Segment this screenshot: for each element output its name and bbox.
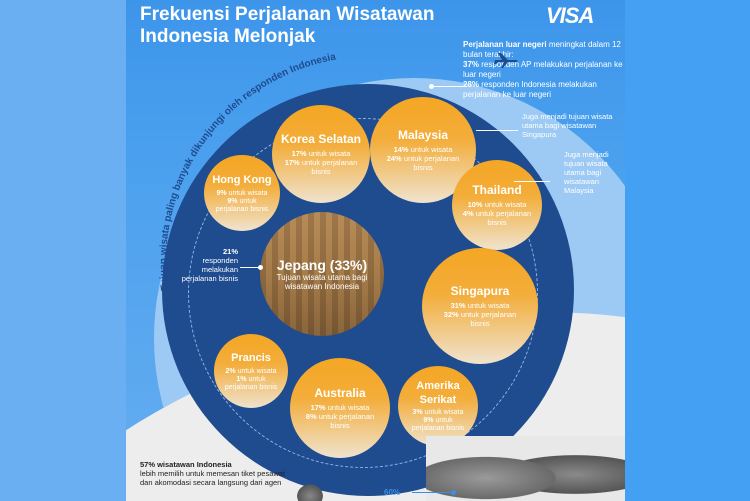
- business-travel-note: 21% responden melakukan perjalanan bisni…: [178, 247, 238, 283]
- leisure-label: untuk wisata: [408, 145, 453, 154]
- malaysia-note: Juga menjadi tujuan wisata utama bagi wi…: [564, 150, 609, 195]
- business-pct: 17%: [284, 158, 300, 167]
- infographic-panel: Frekuensi Perjalanan Wisatawan Indonesia…: [126, 0, 625, 501]
- business-pct: 32%: [443, 310, 459, 319]
- business-label: untuk perjalanan bisnis: [401, 154, 460, 172]
- business-pct: 8%: [305, 412, 317, 421]
- leisure-label: untuk wisata: [465, 301, 510, 310]
- travelers-photo: [426, 436, 625, 501]
- destination-name: Australia: [314, 386, 366, 400]
- business-label: untuk perjalanan bisnis: [224, 375, 278, 391]
- airplane-icon: [494, 53, 518, 68]
- intro-stat2-text: responden Indonesia melakukan perjalanan…: [463, 80, 597, 99]
- bubble-australia: Australia 17% untuk wisata 8% untuk perj…: [290, 358, 390, 458]
- intro-lead: Perjalanan luar negeri: [463, 40, 547, 49]
- business-label: untuk perjalanan bisnis: [299, 158, 358, 176]
- intro-connector: [432, 86, 464, 87]
- business-note-value: 21%: [222, 247, 238, 256]
- title-line-2: Indonesia Melonjak: [140, 26, 316, 47]
- business-label: untuk perjalanan bisnis: [411, 417, 465, 432]
- business-note-text: responden melakukan perjalanan bisnis: [181, 256, 238, 283]
- intro-stat2-value: 28%: [463, 80, 480, 89]
- business-pct: 1%: [236, 375, 247, 383]
- left-margin: [0, 0, 126, 501]
- bubble-singapura: Singapura 31% untuk wisata 32% untuk per…: [422, 248, 538, 364]
- business-pct: 24%: [386, 154, 402, 163]
- intro-lead-rest: meningkat dalam 12 bulan terakhir:: [463, 40, 621, 59]
- bubble-thailand: Thailand 10% untuk wisata 4% untuk perja…: [452, 160, 542, 250]
- featured-destination-jepang: Jepang (33%) Tujuan wisata utama bagi wi…: [260, 212, 384, 336]
- featured-name: Jepang (33%): [276, 257, 368, 273]
- business-label: untuk perjalanan bisnis: [458, 310, 517, 328]
- business-pct: 9%: [423, 417, 434, 424]
- leisure-pct: 9%: [216, 189, 227, 197]
- leisure-label: untuk wisata: [422, 409, 464, 416]
- right-margin: [624, 0, 750, 501]
- singapore-note-connector: [476, 130, 518, 131]
- business-label: untuk perjalanan bisnis: [215, 197, 269, 213]
- title-line-1: Frekuensi Perjalanan Wisatawan: [140, 4, 435, 25]
- leisure-pct: 10%: [467, 200, 483, 209]
- business-label: untuk perjalanan bisnis: [316, 412, 375, 430]
- leisure-pct: 31%: [450, 301, 466, 310]
- leisure-pct: 3%: [412, 409, 423, 416]
- bubble-hong-kong: Hong Kong 9% untuk wisata 9% untuk perja…: [204, 155, 280, 231]
- leisure-pct: 17%: [291, 149, 307, 158]
- destination-name: Korea Selatan: [280, 132, 362, 146]
- intro-connector-dot: [429, 84, 434, 89]
- business-note-dot: [258, 265, 263, 270]
- dashed-orbit: [188, 118, 538, 468]
- intro-stat1-value: 37%: [463, 60, 480, 69]
- leisure-label: untuk wisata: [306, 149, 351, 158]
- booking-stat: 57% wisatawan Indonesia lebih memilih un…: [140, 460, 290, 487]
- featured-caption: Tujuan wisata utama bagi wisatawan Indon…: [276, 273, 368, 291]
- destination-name: Thailand: [472, 183, 522, 197]
- leisure-pct: 14%: [393, 145, 409, 154]
- destination-name: Prancis: [231, 351, 271, 364]
- booking-stat-text: lebih memilih untuk memesan tiket pesawa…: [140, 469, 286, 487]
- business-label: untuk perjalanan bisnis: [473, 209, 532, 227]
- leisure-label: untuk wisata: [482, 200, 527, 209]
- destination-name: Singapura: [450, 284, 510, 298]
- visa-logo: VISA: [546, 3, 594, 28]
- leisure-label: untuk wisata: [325, 403, 370, 412]
- destination-name: Amerika Serikat: [416, 380, 460, 406]
- business-pct: 4%: [462, 209, 474, 218]
- business-pct: 9%: [227, 197, 238, 205]
- intro-stat1-text: responden AP melakukan perjalanan ke lua…: [463, 60, 623, 79]
- bubble-prancis: Prancis 2% untuk wisata 1% untuk perjala…: [214, 334, 288, 408]
- callout-dot: [451, 490, 456, 495]
- destination-name: Hong Kong: [212, 173, 272, 186]
- bubble-korea-selatan: Korea Selatan 17% untuk wisata 17% untuk…: [272, 105, 370, 203]
- bubble-amerika-serikat: Amerika Serikat 3% untuk wisata 9% untuk…: [398, 366, 478, 446]
- singapore-note: Juga menjadi tujuan wisata utama bagi wi…: [522, 112, 613, 139]
- leisure-pct: 17%: [310, 403, 326, 412]
- destination-name: Malaysia: [397, 128, 449, 142]
- intro-stats: Perjalanan luar negeri meningkat dalam 1…: [463, 40, 625, 100]
- malaysia-note-connector: [514, 181, 550, 182]
- callout-60-value: 60%: [384, 488, 401, 497]
- leisure-label: untuk wisata: [226, 189, 268, 197]
- callout-connector: [412, 492, 452, 493]
- leisure-pct: 2%: [225, 367, 236, 375]
- leisure-label: untuk wisata: [235, 367, 277, 375]
- business-note-connector: [240, 267, 260, 268]
- person-photo-small: [290, 478, 330, 501]
- page-title: Frekuensi Perjalanan Wisatawan Indonesia…: [140, 4, 460, 48]
- booking-stat-bold: 57% wisatawan Indonesia: [140, 460, 232, 469]
